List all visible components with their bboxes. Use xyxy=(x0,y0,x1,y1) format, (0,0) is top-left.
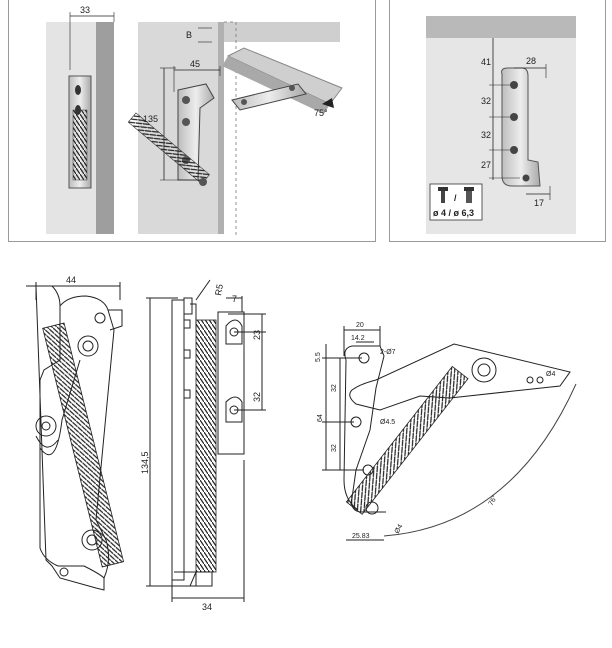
dim-28: 28 xyxy=(526,56,536,66)
screw-icon xyxy=(438,187,448,203)
dim-32-upper: 32 xyxy=(481,96,491,106)
dim-44: 44 xyxy=(66,275,76,285)
dim-41: 41 xyxy=(481,57,491,67)
dim-64: 64 xyxy=(317,414,324,422)
screw-separator: / xyxy=(454,193,457,203)
dim-76: 76° xyxy=(487,494,499,507)
dim-32: 32 xyxy=(252,392,262,402)
dim-5-5: 5.5 xyxy=(315,352,322,362)
bottom-middle-drawing xyxy=(146,279,266,602)
bottom-right-drawing xyxy=(322,326,577,541)
dim-45: 45 xyxy=(190,59,200,69)
dim-o4-a: Ø4 xyxy=(546,371,555,378)
dim-33: 33 xyxy=(80,5,90,15)
top-right-drawing: 41 32 32 27 28 17 / ø 4 / ø 6,3 xyxy=(426,16,576,234)
dim-32-lower: 32 xyxy=(481,130,491,140)
dim-17: 17 xyxy=(534,198,544,208)
dim-o4-b: Ø4 xyxy=(394,523,405,535)
bolt-icon xyxy=(464,187,474,203)
dim-14-2: 14.2 xyxy=(351,335,365,342)
dim-27: 27 xyxy=(481,160,491,170)
dim-32-b: 32 xyxy=(331,444,338,452)
dim-r5: R5 xyxy=(213,283,225,296)
dim-2-o7: 2-Ø7 xyxy=(380,349,396,356)
dim-20: 20 xyxy=(356,322,364,329)
dim-o4-5: Ø4.5 xyxy=(380,419,395,426)
top-left-drawing: 33 B 45 135 xyxy=(46,5,343,238)
screw-diameters: ø 4 / ø 6,3 xyxy=(433,208,474,218)
angle-75: 75° xyxy=(314,108,328,118)
dim-23: 23 xyxy=(252,330,262,340)
dim-135: 135 xyxy=(143,114,158,124)
dim-25-83: 25.83 xyxy=(352,533,370,540)
dim-b: B xyxy=(186,30,192,40)
dim-32-a: 32 xyxy=(331,384,338,392)
dim-34: 34 xyxy=(202,602,212,612)
dim-134-5: 134,5 xyxy=(140,451,150,474)
bottom-left-drawing xyxy=(26,282,125,591)
dim-7: 7 xyxy=(232,294,237,304)
